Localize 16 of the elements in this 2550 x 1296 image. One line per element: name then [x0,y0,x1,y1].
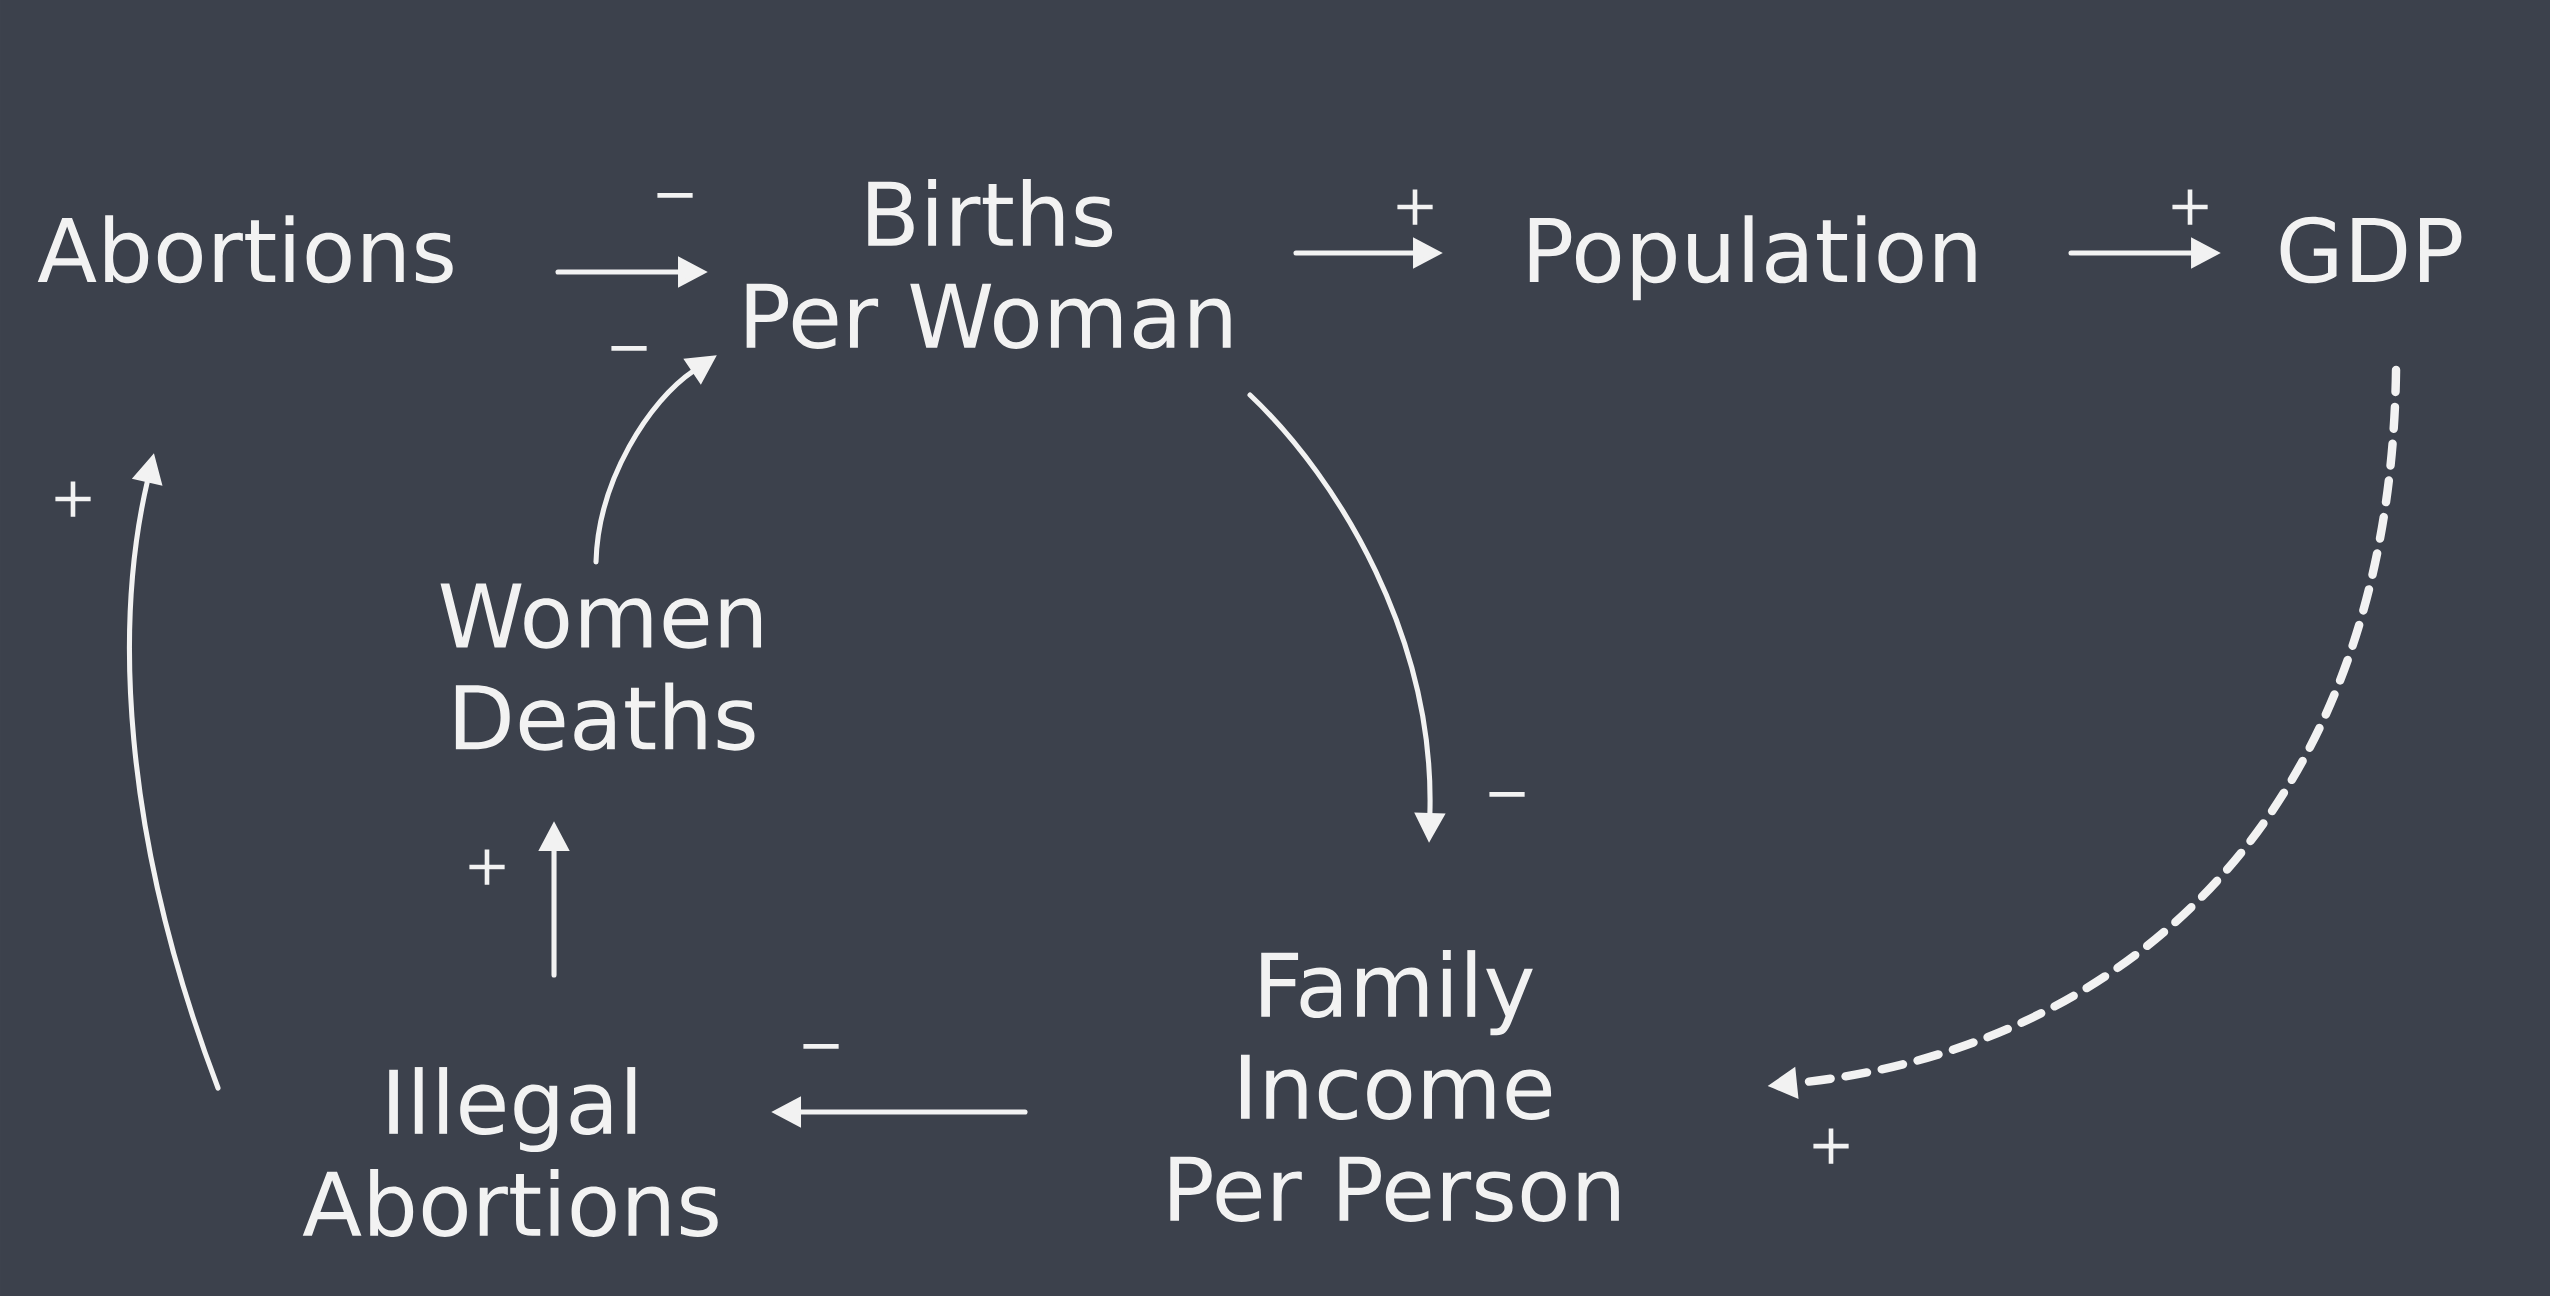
variable-label: Illegal Abortions [302,1067,718,1237]
edge-label: + [1813,1128,1849,1164]
variable-label: GDP [2280,216,2462,284]
variable-label: Abortions [37,215,453,284]
edge-label: + [2172,189,2208,225]
edge-label: + [1397,189,1433,225]
edge-label: + [469,849,505,885]
variable-label: Births Per Woman [746,179,1231,349]
edge-label: − [1489,792,1525,797]
variable-label: Family Income Per Person [1170,950,1619,1222]
variable-label: Women Deaths [440,583,762,751]
edge-label: + [55,481,91,517]
variable-label: Population [1529,215,1976,301]
edge-label: − [803,1044,839,1049]
edge-label: − [611,346,647,351]
edge-label: − [657,193,693,198]
